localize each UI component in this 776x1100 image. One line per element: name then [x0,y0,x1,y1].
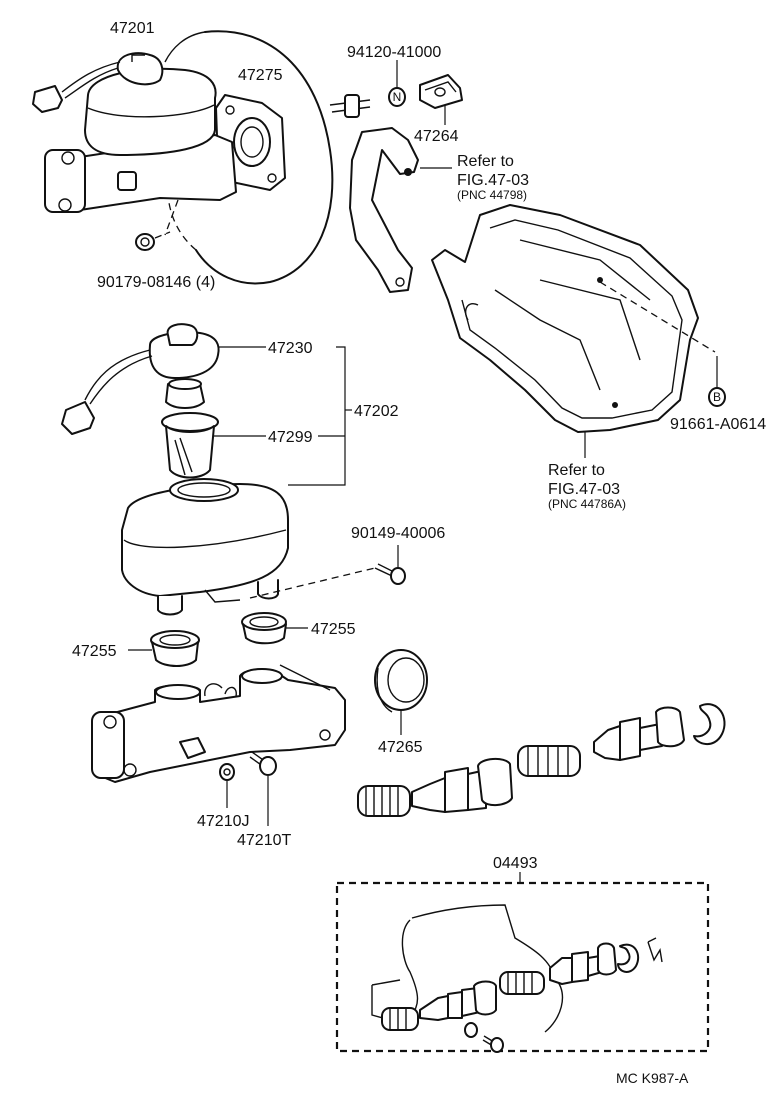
bolt-47210T [249,751,277,826]
reservoir-cap-47230 [61,323,266,435]
reservoir-47202 [121,478,376,616]
cover-panel-44786A [431,204,716,458]
label-90149-40006: 90149-40006 [351,525,445,542]
strainer-47299 [161,412,266,479]
label-47264: 47264 [414,128,459,145]
b-marker-text: B [713,390,721,404]
label-47202: 47202 [354,403,399,420]
label-47255-right: 47255 [311,621,356,638]
n-marker: N [388,60,406,107]
label-47210T: 47210T [237,832,291,849]
kit-04493 [335,872,710,1053]
pedal-bracket-44798 [349,127,452,293]
cylinder-body [91,664,346,783]
piston-spring-set [357,703,726,817]
spring-2 [517,745,581,777]
seal-47265 [374,649,428,735]
label-refer-1-c: (PNC 44798) [457,188,527,202]
label-refer-2-c: (PNC 44786A) [548,497,626,511]
diagram-code: MC K987-A [616,1070,689,1086]
label-47230: 47230 [268,340,313,357]
label-refer-2-a: Refer to [548,462,605,479]
part-labels: 47201 47275 94120-41000 47264 Refer to F… [72,20,766,1086]
label-91661-A0614: 91661-A0614 [670,416,766,433]
label-47299: 47299 [268,429,313,446]
grommet-47255-right [241,612,308,645]
label-94120-41000: 94120-41000 [347,44,441,61]
spring-1 [357,785,411,817]
n-marker-text: N [393,90,402,104]
nut-90179 [135,231,171,251]
b-marker: B [708,356,726,407]
label-90179-08146: 90179-08146 (4) [97,274,215,291]
master-cylinder-assembly-47201 [32,52,237,236]
washer-47210J [219,763,235,808]
clevis-47264 [419,74,463,125]
label-47201: 47201 [110,20,155,37]
label-04493: 04493 [493,855,538,872]
grommet-47255-left [128,630,200,667]
label-47210J: 47210J [197,813,250,830]
label-refer-1-a: Refer to [457,153,514,170]
label-refer-2-b: FIG.47-03 [548,481,620,498]
bracket-47202 [288,346,352,486]
label-47265: 47265 [378,739,423,756]
screw-90149 [374,545,406,585]
label-refer-1-b: FIG.47-03 [457,172,529,189]
cap-seal [165,378,205,409]
label-47255-left: 47255 [72,643,117,660]
label-47275: 47275 [238,67,283,84]
